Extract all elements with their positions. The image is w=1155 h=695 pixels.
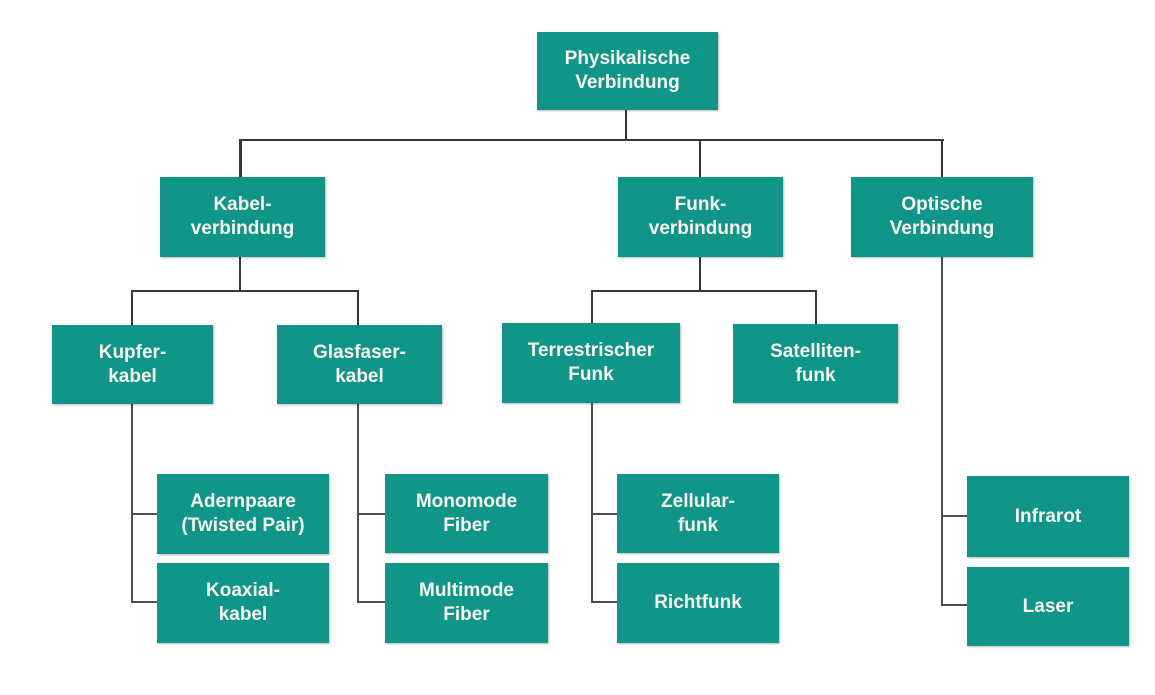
connector-glasfaser-hang: [357, 404, 359, 603]
node-laser: Laser: [967, 567, 1129, 646]
connector-to-satellitenfunk: [815, 290, 817, 324]
node-koaxialkabel: Koaxial- kabel: [157, 563, 329, 643]
node-adernpaare: Adernpaare (Twisted Pair): [157, 474, 329, 554]
connector-to-terrestrischer: [591, 290, 593, 323]
connector-to-funkverbindung: [699, 139, 701, 177]
connector-kupfer-hang: [131, 404, 133, 603]
node-optische-verbindung: Optische Verbindung: [851, 177, 1033, 257]
connector-terrestrisch-hang: [591, 403, 593, 603]
connector-to-optische: [941, 139, 943, 177]
connector-to-multimode: [357, 601, 385, 603]
connector-to-zellularfunk: [591, 513, 617, 515]
node-terrestrischer-funk: Terrestrischer Funk: [502, 323, 680, 403]
node-kabelverbindung: Kabel- verbindung: [160, 177, 325, 257]
connector-to-richtfunk: [591, 601, 617, 603]
connector-optische-hang: [941, 257, 943, 606]
node-physikalische-verbindung: Physikalische Verbindung: [537, 32, 718, 110]
connector-kabel-down: [239, 257, 241, 291]
node-funkverbindung: Funk- verbindung: [618, 177, 783, 257]
connector-to-kupferkabel: [131, 290, 133, 325]
node-multimode-fiber: Multimode Fiber: [385, 563, 548, 643]
connector-to-laser: [941, 604, 967, 606]
connector-root-down: [625, 109, 627, 141]
node-satellitenfunk: Satelliten- funk: [733, 324, 898, 403]
connector-to-adernpaare: [131, 513, 157, 515]
node-infrarot: Infrarot: [967, 476, 1129, 557]
connector-to-koaxialkabel: [131, 601, 157, 603]
node-glasfaserkabel: Glasfaser- kabel: [277, 325, 442, 404]
connector-to-glasfaserkabel: [357, 290, 359, 325]
node-kupferkabel: Kupfer- kabel: [52, 325, 213, 404]
connector-funk-children-bus: [591, 290, 817, 292]
connector-level1-bus: [239, 139, 944, 141]
connector-to-infrarot: [941, 515, 967, 517]
connector-to-monomode: [357, 513, 385, 515]
connector-to-kabelverbindung: [239, 139, 242, 177]
node-monomode-fiber: Monomode Fiber: [385, 474, 548, 553]
node-zellularfunk: Zellular- funk: [617, 474, 779, 553]
node-richtfunk: Richtfunk: [617, 563, 779, 643]
connector-kabel-children-bus: [132, 290, 359, 292]
connector-funk-down: [699, 257, 701, 291]
